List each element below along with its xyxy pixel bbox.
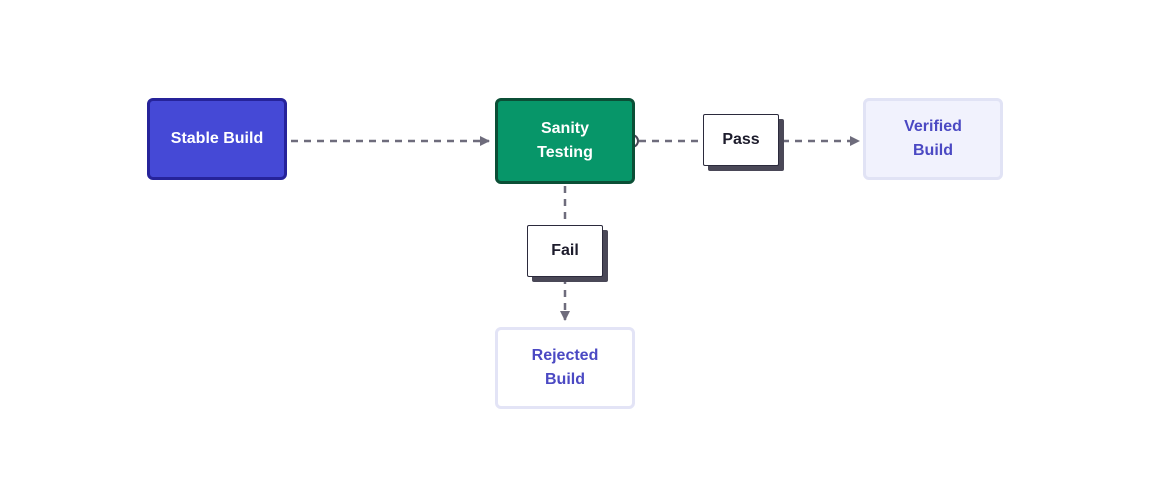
node-verified-build[interactable]: Verified Build — [863, 98, 1003, 180]
edge-label-pass[interactable]: Pass — [703, 114, 779, 166]
node-label: Sanity Testing — [537, 120, 593, 161]
node-label: Verified Build — [904, 118, 962, 159]
node-label: Rejected Build — [531, 347, 599, 388]
node-label: Stable Build — [170, 130, 264, 147]
node-sanity-testing[interactable]: Sanity Testing — [495, 98, 635, 184]
node-stable-build[interactable]: Stable Build — [147, 98, 287, 180]
edge-label-text: Pass — [722, 131, 760, 148]
node-rejected-build[interactable]: Rejected Build — [495, 327, 635, 409]
edge-label-fail[interactable]: Fail — [527, 225, 603, 277]
edge-label-text: Fail — [551, 242, 579, 259]
